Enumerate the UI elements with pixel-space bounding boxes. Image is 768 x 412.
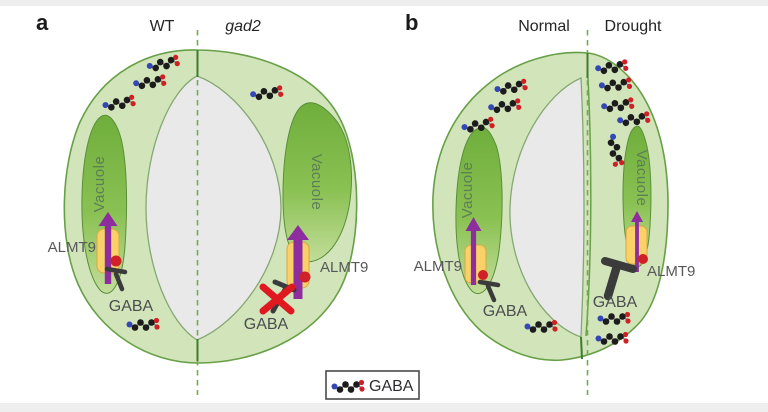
gaba-binding-site-dot-b-normal [478,270,488,280]
panel-b: b Normal Drought Vacuole Vacuole ALMT9 A… [405,10,695,395]
gaba-binding-site-dot-a-gad2 [299,271,311,283]
malate-flux-arrow-a-wt [98,212,118,284]
malate-flux-arrow-b-normal [465,217,482,285]
almt9-label-a-wt: ALMT9 [48,239,96,256]
gaba-binding-site-dot-a-wt [110,255,122,267]
panel-b-letter: b [405,10,418,35]
gaba-blocked-cross-a-gad2 [259,283,296,315]
panel-a-letter: a [36,10,49,35]
malate-flux-arrow-a-gad2 [287,225,309,299]
condition-label-gad2: gad2 [225,18,261,35]
gaba-inhibition-tbar-a-wt [104,266,128,292]
legend: GABA [325,370,420,400]
gaba-label-a-wt: GABA [109,298,154,315]
condition-label-normal: Normal [518,18,570,35]
almt9-label-b-normal: ALMT9 [414,258,462,275]
gaba-label-b-normal: GABA [483,303,528,320]
legend-box [325,370,420,400]
gaba-label-b-drought: GABA [593,294,638,311]
gaba-label-a-gad2: GABA [244,316,289,333]
condition-label-drought: Drought [605,18,662,35]
legend-gaba-label: GABA [369,378,414,395]
almt9-label-b-drought: ALMT9 [647,263,695,280]
vacuole-label-b-right: Vacuole [633,150,650,207]
vacuole-label-a-left: Vacuole [91,156,108,213]
top-gray-strip [0,0,768,6]
vacuole-label-b-left: Vacuole [459,162,476,219]
condition-label-wt: WT [150,18,175,35]
stomatal-pore-b [509,77,585,338]
bottom-gray-strip [0,403,768,412]
vacuole-label-a-right: Vacuole [308,154,325,211]
panel-a: a WT gad2 Vacuole Vacuole ALMT9 ALMT9 GA… [36,10,368,395]
malate-flux-arrow-b-drought [631,211,643,272]
vacuole-a-right [282,102,352,263]
gaba-binding-site-dot-b-drought [638,254,648,264]
almt9-label-a-gad2: ALMT9 [320,259,368,276]
gaba-inhibition-tbar-b-normal [477,279,501,303]
gaba-inhibition-tbar-b-drought [601,257,637,301]
cell-junction-line-b-bottom [580,336,583,360]
